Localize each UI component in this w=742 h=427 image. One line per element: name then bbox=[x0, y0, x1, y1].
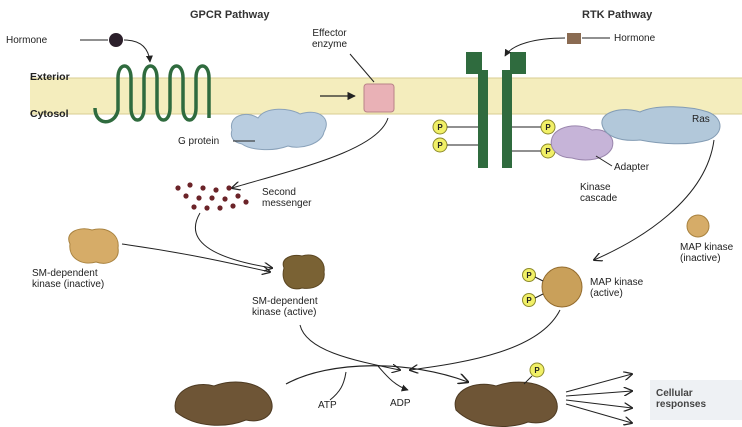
adapter-label: Adapter bbox=[614, 162, 649, 173]
second-messenger-line1: Second bbox=[262, 187, 311, 198]
g-protein-label: G protein bbox=[178, 136, 219, 147]
second-messenger-line2: messenger bbox=[262, 198, 311, 209]
sm-active-line2: kinase (active) bbox=[252, 307, 318, 318]
adp-label: ADP bbox=[390, 398, 411, 409]
phosphorylated-substrate bbox=[455, 382, 557, 426]
kinase-cascade-label: Kinase cascade bbox=[580, 182, 617, 204]
sm-kinase-inactive bbox=[69, 229, 119, 263]
cytosol-label: Cytosol bbox=[30, 109, 69, 120]
kinase-cascade-line1: Kinase bbox=[580, 182, 617, 193]
cellular-response-arrows bbox=[566, 374, 632, 423]
cellular-line1: Cellular bbox=[656, 388, 706, 399]
map-inactive-line2: (inactive) bbox=[680, 253, 733, 264]
kinase-cascade-line2: cascade bbox=[580, 193, 617, 204]
sm-kinase-active bbox=[283, 255, 324, 289]
map-kinase-active bbox=[542, 267, 582, 307]
sm-inactive-line1: SM-dependent bbox=[32, 268, 104, 279]
sm-inactive-line2: kinase (inactive) bbox=[32, 279, 104, 290]
map-active-line2: (active) bbox=[590, 288, 643, 299]
map-kinase-inactive bbox=[687, 215, 709, 237]
phosphate-label: P bbox=[437, 123, 443, 132]
cellular-line2: responses bbox=[656, 399, 706, 410]
exterior-label: Exterior bbox=[30, 72, 70, 83]
cellular-responses-label: Cellular responses bbox=[656, 388, 706, 410]
phosphate-label: P bbox=[534, 366, 540, 375]
rtk-phosphates bbox=[433, 120, 555, 158]
g-protein bbox=[231, 109, 326, 149]
gpcr-pathway-title: GPCR Pathway bbox=[190, 10, 269, 21]
phosphate-label: P bbox=[526, 296, 532, 305]
sm-kinase-inactive-label: SM-dependent kinase (inactive) bbox=[32, 268, 104, 290]
sm-active-line1: SM-dependent bbox=[252, 296, 318, 307]
phosphate-label: P bbox=[545, 123, 551, 132]
effector-enzyme-label: Effector enzyme bbox=[312, 28, 347, 50]
rtk-pathway-title: RTK Pathway bbox=[582, 10, 652, 21]
map-kinase-inactive-label: MAP kinase (inactive) bbox=[680, 242, 733, 264]
phosphate-label: P bbox=[545, 147, 551, 156]
hormone-left-icon bbox=[109, 33, 123, 47]
effector-label-line2: enzyme bbox=[312, 39, 347, 50]
ras-protein bbox=[602, 107, 720, 144]
hormone-right-icon bbox=[567, 33, 581, 44]
hormone-right-label: Hormone bbox=[614, 33, 655, 44]
phosphate-label: P bbox=[437, 141, 443, 150]
substrate-protein bbox=[175, 382, 272, 425]
effector-enzyme bbox=[364, 84, 394, 112]
adapter-protein bbox=[551, 126, 613, 160]
atp-label: ATP bbox=[318, 400, 337, 411]
map-active-line1: MAP kinase bbox=[590, 277, 643, 288]
second-messenger-label: Second messenger bbox=[262, 187, 311, 209]
hormone-left-label: Hormone bbox=[6, 35, 47, 46]
ras-label: Ras bbox=[692, 114, 710, 125]
map-inactive-line1: MAP kinase bbox=[680, 242, 733, 253]
map-kinase-active-label: MAP kinase (active) bbox=[590, 277, 643, 299]
phosphate-label: P bbox=[526, 271, 532, 280]
effector-label-line1: Effector bbox=[312, 28, 347, 39]
sm-kinase-active-label: SM-dependent kinase (active) bbox=[252, 296, 318, 318]
